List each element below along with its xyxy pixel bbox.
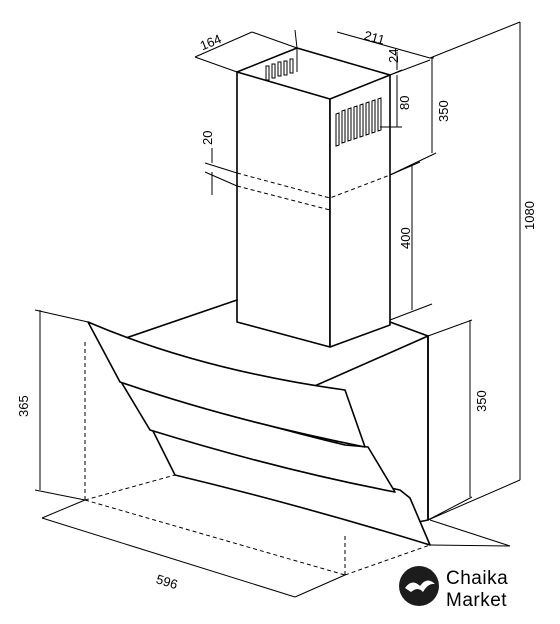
dim-vent-offset: 24: [386, 49, 401, 63]
dimension-lines: [34, 21, 521, 598]
chimney-front-face: [236, 71, 331, 348]
dim-line-chimney-width: [336, 31, 431, 59]
brand-logo: Chaika Market: [399, 566, 508, 611]
glass-panel-top: [87, 321, 366, 448]
dim-glass-height: 365: [16, 395, 31, 417]
hidden-base-outline: [84, 340, 431, 576]
dim-chimney-width: 211: [363, 28, 387, 48]
dim-lower-chimney-height: 400: [398, 227, 413, 249]
brand-line-2: Market: [446, 590, 507, 611]
dim-line-chimney-depth: [194, 31, 253, 58]
dim-vent-height: 80: [397, 96, 412, 110]
hidden-base-front: [84, 499, 346, 576]
hood-top-right-edge: [389, 321, 429, 337]
overlap-line-lower: [236, 185, 331, 211]
chimney: [236, 47, 391, 348]
brand-line-1: Chaika: [446, 568, 508, 589]
dim-upper-chimney-height: 350: [436, 100, 451, 122]
dim-total-height: 1080: [522, 201, 537, 230]
dim-line-hood-width: [41, 517, 296, 598]
vent-slots-top: [265, 58, 294, 81]
hidden-base-right: [344, 544, 431, 576]
dim-hood-width: 596: [154, 571, 179, 592]
dim-overlap: 20: [200, 131, 215, 145]
hidden-base-left: [84, 474, 176, 501]
dim-body-height: 350: [474, 390, 489, 412]
dim-chimney-depth: 164: [198, 31, 224, 53]
vent-slots-side: [335, 97, 382, 147]
hood-top-left-edge: [119, 299, 238, 341]
glass-panels: [87, 321, 431, 546]
chimney-side-face: [329, 74, 391, 348]
seagull-wing-icon: [405, 580, 435, 592]
chimney-top-edge: [236, 47, 391, 76]
